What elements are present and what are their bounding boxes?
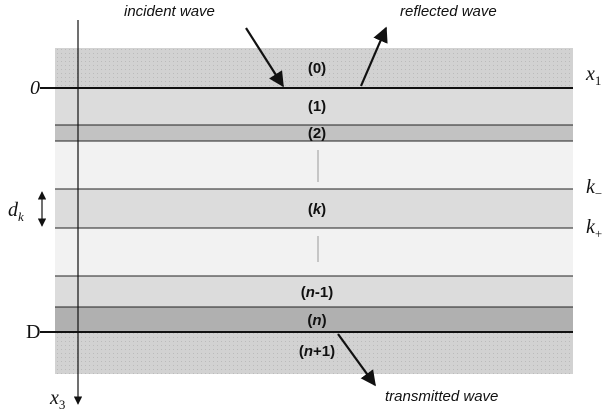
x3-axis-label: x3 [49, 387, 65, 412]
layer-2 [55, 125, 573, 141]
layer-n-plus-1-label: (n+1) [299, 343, 335, 360]
origin-label: 0 [30, 77, 40, 99]
halfspace-top [55, 48, 573, 88]
reflected-wave-arrow [359, 26, 388, 87]
x1-axis-label: x1 [585, 63, 601, 88]
halfspace-bottom [55, 332, 573, 374]
layer-gap-lower [55, 228, 573, 276]
reflected-wave-label: reflected wave [400, 3, 497, 20]
thickness-label: dk [8, 199, 24, 224]
transmitted-wave-arrow [337, 333, 376, 387]
layer-n-minus-1-label: (n-1) [301, 284, 334, 301]
incident-wave-label: incident wave [124, 3, 215, 20]
layer-n [55, 307, 573, 332]
layer-0-label: (0) [308, 60, 326, 77]
layer-1-label: (1) [308, 98, 326, 115]
layer-k [55, 189, 573, 228]
layer-gap-upper [55, 141, 573, 189]
incident-wave-arrow [245, 27, 284, 88]
depth-label: D [26, 321, 40, 343]
k-plus-label: k+ [586, 216, 602, 241]
transmitted-wave-label: transmitted wave [385, 388, 498, 405]
layer-n-label: (n) [307, 312, 326, 329]
layer-2-label: (2) [308, 125, 326, 142]
layer-k-label: (k) [308, 201, 326, 218]
layer-1 [55, 88, 573, 125]
k-minus-label: k− [586, 176, 602, 201]
layer-n-minus-1 [55, 276, 573, 307]
